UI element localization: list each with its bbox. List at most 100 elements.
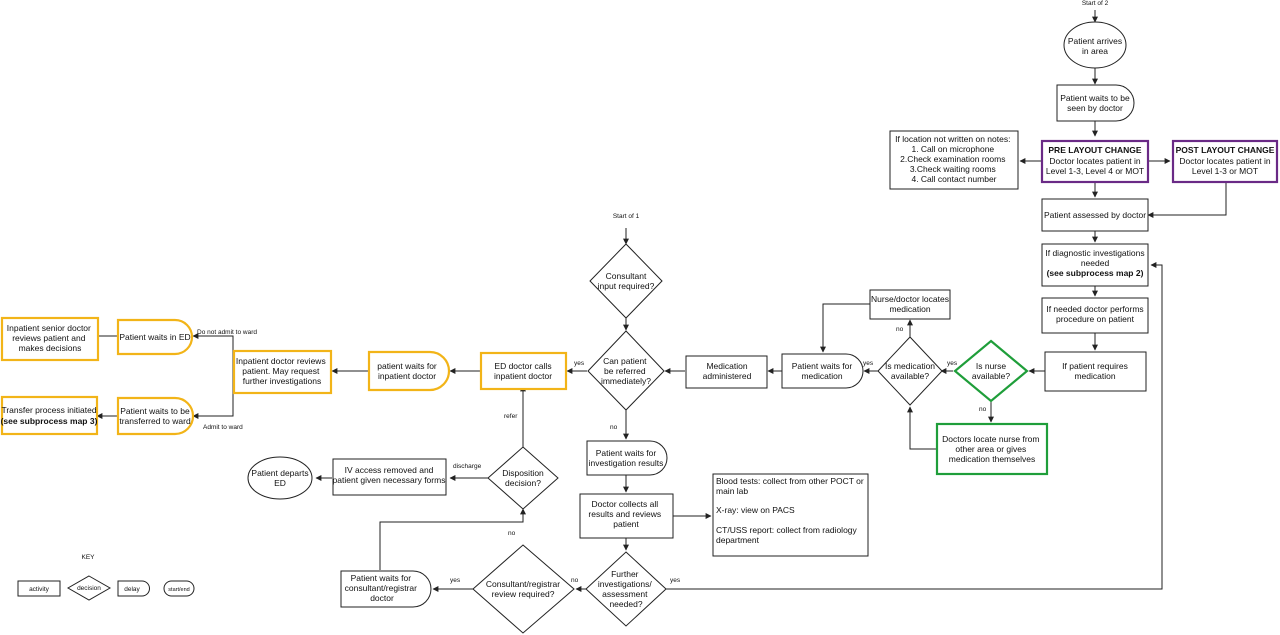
svg-text:Further investigations/: Further investigations/ assessment neede…: [598, 569, 654, 609]
svg-text:Doctors locate nurse from: Doctors locate nurse from other area or …: [942, 434, 1042, 464]
no-label: no: [571, 577, 579, 584]
svg-text:POST LAYOUT CHANGE: POST LAYOUT CHANGE: [1176, 145, 1275, 155]
doctors-locate-nurse-box: Doctors locate nurse from other area or …: [935, 422, 1049, 476]
key-activity: activity: [17, 580, 61, 597]
can-refer-decision: Can patient be referred immediately?: [587, 330, 665, 411]
location-not-written-box: If location not written on notes: 1. Cal…: [889, 130, 1019, 190]
svg-text:activity: activity: [29, 586, 50, 593]
yes-label: yes: [947, 360, 958, 367]
further-investigations-decision: Further investigations/ assessment neede…: [585, 551, 667, 627]
no-label: no: [896, 326, 904, 333]
svg-text:If location not written on not: If location not written on notes: 1. Cal…: [895, 134, 1013, 184]
svg-text:Inpatient senior doctor: Inpatient senior doctor reviews patient …: [7, 323, 93, 353]
pre-layout-change-box: PRE LAYOUT CHANGE Doctor locates patient…: [1040, 139, 1150, 184]
do-not-admit-label: Do not admit to ward: [197, 329, 257, 336]
waits-consultant-delay: Patient waits for consultant/registrar d…: [340, 570, 432, 608]
start-of-1-label: Start of 1: [613, 213, 640, 220]
legend-key: KEY activity decision delay start/end: [17, 554, 195, 601]
svg-text:Can patient be referred: Can patient be referred immediately?: [601, 356, 651, 386]
svg-text:CT/USS report: collect from ra: CT/USS report: collect from radiology de…: [716, 525, 859, 545]
transfer-process-box: Transfer process initiated (see subproce…: [1, 395, 99, 436]
discharge-label: discharge: [453, 463, 482, 470]
key-title: KEY: [81, 554, 95, 561]
yes-label: yes: [574, 360, 585, 367]
yes-label: yes: [863, 360, 874, 367]
senior-reviews-box: Inpatient senior doctor reviews patient …: [0, 316, 100, 362]
admit-label: Admit to ward: [203, 424, 243, 431]
svg-text:(see subprocess map 3): (see subprocess map 3): [1, 416, 98, 426]
collects-results-box: Doctor collects all results and reviews …: [579, 493, 674, 539]
no-label: no: [610, 424, 618, 431]
start-of-2-label: Start of 2: [1082, 0, 1109, 7]
yes-label: yes: [450, 577, 461, 584]
yes-label: yes: [670, 577, 681, 584]
svg-text:Transfer process initiated: Transfer process initiated: [1, 405, 96, 415]
svg-text:start/end: start/end: [168, 587, 189, 593]
svg-text:Patient waits for consul: Patient waits for consultant/registrar d…: [345, 573, 420, 603]
no-label: no: [508, 530, 516, 537]
assessed-box: Patient assessed by doctor: [1041, 198, 1149, 232]
key-delay: delay: [117, 580, 150, 597]
svg-text:Doctor collects all resu: Doctor collects all results and reviews …: [588, 499, 663, 529]
svg-text:Blood tests: collect from othe: Blood tests: collect from other POCT or …: [716, 476, 866, 496]
key-start-end: start/end: [163, 580, 195, 597]
svg-text:(see subprocess map 2): (see subprocess map 2): [1047, 268, 1144, 278]
svg-text:Patient assessed by doctor: Patient assessed by doctor: [1044, 210, 1146, 220]
svg-text:decision: decision: [77, 585, 101, 592]
inpatient-reviews-box: Inpatient doctor reviews patient. May re…: [232, 349, 333, 395]
svg-text:Patient waits in ED: Patient waits in ED: [119, 332, 190, 342]
waits-in-ed-delay: Patient waits in ED: [116, 318, 194, 356]
post-layout-change-box: POST LAYOUT CHANGE Doctor locates patien…: [1171, 139, 1279, 184]
edge-labels: yes no no yes yes no yes no yes no refer…: [197, 326, 987, 584]
svg-text:delay: delay: [124, 586, 140, 593]
key-decision: decision: [66, 575, 112, 601]
connectors: [89, 10, 1227, 592]
svg-text:Inpatient doctor reviews: Inpatient doctor reviews patient. May re…: [236, 356, 328, 386]
no-label: no: [979, 406, 987, 413]
svg-text:PRE LAYOUT CHANGE: PRE LAYOUT CHANGE: [1048, 145, 1142, 155]
result-sources-box: Blood tests: collect from other POCT or …: [712, 473, 869, 557]
refer-label: refer: [504, 413, 518, 420]
